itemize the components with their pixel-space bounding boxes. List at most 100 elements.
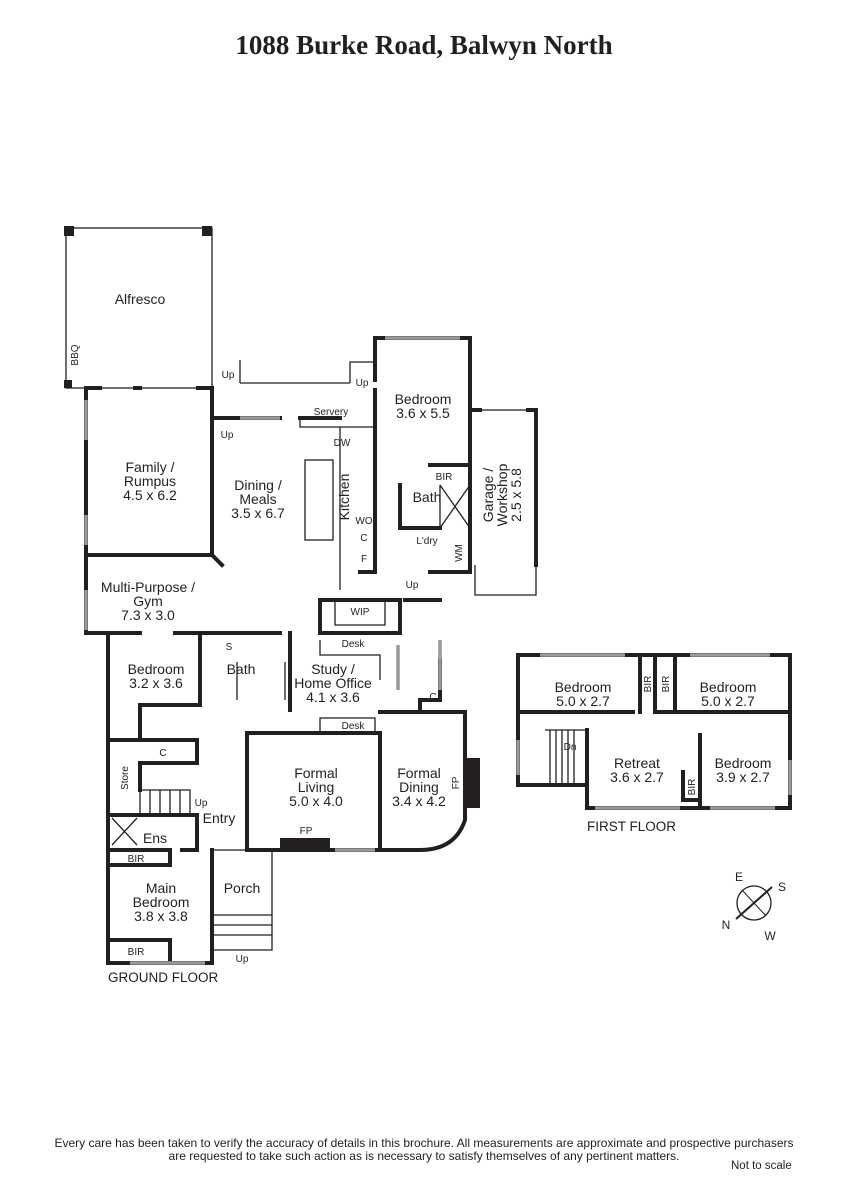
wall-oven-label: WO: [355, 516, 372, 527]
room-name: Dining /: [234, 477, 282, 493]
store-label: Store: [120, 766, 131, 790]
room-name: Family /: [126, 459, 175, 475]
room-dimensions: 4.1 x 3.6: [306, 689, 360, 705]
room-label-alfresco: Alfresco: [115, 291, 166, 307]
bir-label: BIR: [661, 676, 672, 693]
compass-n: N: [722, 918, 731, 932]
room-name: Formal: [294, 765, 338, 781]
compass-icon: E S N W: [722, 870, 786, 943]
room-label-retreat: Retreat 3.6 x 2.7: [610, 755, 664, 785]
room-name: Meals: [239, 491, 276, 507]
bir-label: BIR: [643, 676, 654, 693]
room-name: Dining: [399, 779, 439, 795]
washing-machine-label: WM: [454, 544, 465, 562]
room-name: Retreat: [614, 755, 660, 771]
room-label-bedroom-rear: Bedroom 3.6 x 5.5: [395, 391, 452, 421]
compass-w: W: [764, 929, 776, 943]
room-label-bedroom-a: Bedroom 5.0 x 2.7: [555, 679, 612, 709]
room-dimensions: 3.9 x 2.7: [716, 769, 770, 785]
fireplace-label: FP: [451, 776, 462, 789]
room-label-porch: Porch: [224, 880, 261, 896]
room-name: Home Office: [294, 675, 372, 691]
room-name: Study /: [311, 661, 355, 677]
ground-floor-walls: [84, 336, 538, 965]
room-dimensions: 3.5 x 6.7: [231, 505, 285, 521]
room-dimensions: 5.0 x 4.0: [289, 793, 343, 809]
bbq-label: BBQ: [70, 344, 81, 365]
compass-e: E: [735, 870, 743, 884]
room-label-dining: Dining / Meals 3.5 x 6.7: [231, 477, 285, 521]
wip-label: WIP: [351, 607, 370, 618]
bir-label: BIR: [128, 947, 145, 958]
disclaimer-line: Every care has been taken to verify the …: [54, 1136, 794, 1150]
bir-label: BIR: [687, 779, 698, 796]
room-label-entry: Entry: [203, 810, 236, 826]
room-dimensions: 2.5 x 5.8: [508, 468, 524, 522]
room-dimensions: 3.2 x 3.6: [129, 675, 183, 691]
dishwasher-label: DW: [334, 438, 351, 449]
disclaimer-line: are requested to take such action as is …: [168, 1149, 680, 1163]
laundry-label: L'dry: [416, 536, 437, 547]
room-label-formal-living: Formal Living 5.0 x 4.0: [289, 765, 343, 809]
room-label-gym: Multi-Purpose / Gym 7.3 x 3.0: [101, 579, 195, 623]
stairs-up-label: Up: [222, 370, 235, 381]
desk-label: Desk: [342, 639, 366, 650]
room-label-study: Study / Home Office 4.1 x 3.6: [294, 661, 372, 705]
room-label-main-bedroom: Main Bedroom 3.8 x 3.8: [133, 880, 190, 924]
room-name: Bedroom: [700, 679, 757, 695]
room-label-bedroom-c: Bedroom 3.9 x 2.7: [715, 755, 772, 785]
room-dimensions: 5.0 x 2.7: [556, 693, 610, 709]
room-label-bedroom-2: Bedroom 3.2 x 3.6: [128, 661, 185, 691]
room-name: Bedroom: [133, 894, 190, 910]
room-label-formal-dining: Formal Dining 3.4 x 4.2: [392, 765, 446, 809]
room-label-family: Family / Rumpus 4.5 x 6.2: [123, 459, 177, 503]
not-to-scale-note: Not to scale: [731, 1160, 792, 1172]
room-name: Formal: [397, 765, 441, 781]
stairs-up-label: Up: [195, 798, 208, 809]
alfresco-outline: [64, 226, 213, 389]
room-name: Garage /: [480, 468, 496, 523]
first-floor-label: FIRST FLOOR: [587, 819, 676, 834]
room-dimensions: 7.3 x 3.0: [121, 607, 175, 623]
room-dimensions: 4.5 x 6.2: [123, 487, 177, 503]
servery-label: Servery: [314, 407, 348, 418]
cupboard-label: C: [159, 748, 166, 759]
room-name: Main: [146, 880, 176, 896]
room-label-bedroom-b: Bedroom 5.0 x 2.7: [700, 679, 757, 709]
ground-floor-label: GROUND FLOOR: [108, 970, 219, 985]
stairs-up-label: Up: [221, 430, 234, 441]
bir-label: BIR: [436, 472, 453, 483]
room-dimensions: 3.4 x 4.2: [392, 793, 446, 809]
room-label-garage: Garage / Workshop 2.5 x 5.8: [480, 463, 524, 526]
room-name: Bedroom: [555, 679, 612, 695]
room-dimensions: 3.6 x 5.5: [396, 405, 450, 421]
stairs-up-label: Up: [356, 378, 369, 389]
fireplace-label: FP: [300, 826, 313, 837]
room-name: Living: [298, 779, 335, 795]
room-name: Workshop: [494, 463, 510, 526]
bath-label: Bath: [227, 661, 256, 677]
first-floor-walls: [516, 653, 792, 810]
stairs-down-label: Dn: [564, 742, 577, 753]
room-name: Bedroom: [715, 755, 772, 771]
disclaimer: Every care has been taken to verify the …: [0, 1137, 848, 1163]
desk-label: Desk: [342, 721, 366, 732]
room-name: Multi-Purpose /: [101, 579, 195, 595]
fridge-label: F: [361, 554, 367, 565]
ensuite-label: Ens: [143, 830, 167, 846]
room-label-kitchen: Kitchen: [336, 474, 352, 521]
stairs-up-label: Up: [406, 580, 419, 591]
stairs-up-label: Up: [236, 954, 249, 965]
room-dimensions: 3.8 x 3.8: [134, 908, 188, 924]
room-name: Bedroom: [128, 661, 185, 677]
room-dimensions: 3.6 x 2.7: [610, 769, 664, 785]
room-name: Rumpus: [124, 473, 176, 489]
bath-label: Bath: [413, 489, 442, 505]
compass-s: S: [778, 880, 786, 894]
bir-label: BIR: [128, 854, 145, 865]
sink-label: S: [226, 642, 233, 653]
room-name: Gym: [133, 593, 163, 609]
cupboard-label: C: [360, 533, 367, 544]
cupboard-label: C: [429, 692, 436, 703]
